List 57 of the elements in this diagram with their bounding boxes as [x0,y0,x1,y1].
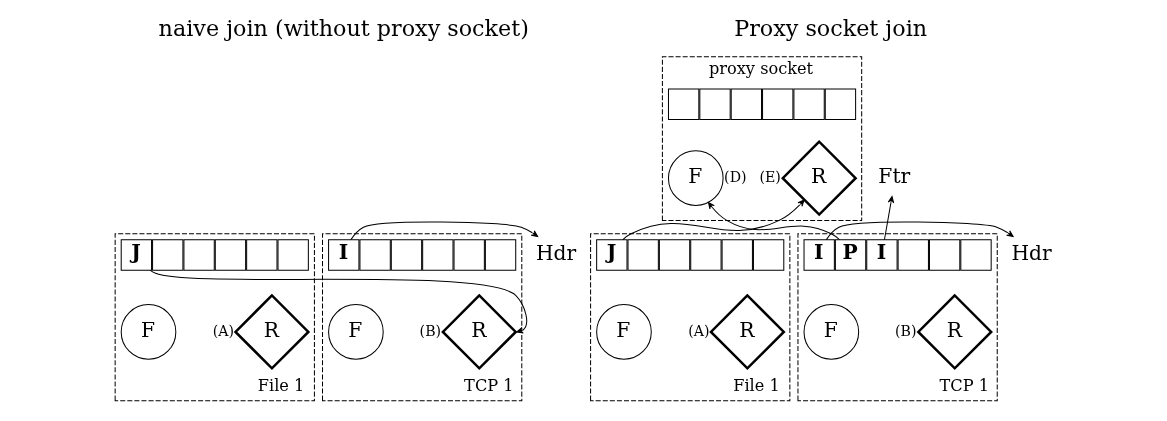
node-box [824,88,857,120]
node-box: J [596,239,628,271]
node-box [690,239,722,271]
node-box [390,239,423,271]
node-label: (B) [895,322,917,339]
node-box [658,239,691,271]
arrow [883,196,895,241]
node-box [246,239,278,271]
node-diamond: R [709,293,786,371]
node-circle: F [803,304,860,360]
node-box [793,88,825,120]
node-box: I [803,239,835,271]
node-circle: F [120,304,177,360]
node-label: (A) [688,322,710,339]
node-box [214,239,247,271]
node-label: (A) [212,322,235,339]
node-box [152,239,184,271]
node-circle: F [328,304,384,360]
node-box [762,88,794,120]
arrow [622,199,805,241]
node-box: J [120,239,153,271]
label: Proxy socket join [734,15,928,42]
node-text: Ftr [878,164,911,189]
node-box [667,88,700,120]
node-box [699,88,731,120]
node-box [960,239,992,271]
node-box: I [328,239,360,271]
node-box [277,239,309,271]
node-diamond: R [233,293,311,371]
arrow [350,221,539,241]
node-circle: F [667,150,724,206]
label: naive join (without proxy socket) [158,15,529,42]
node-box [730,88,763,120]
node-text: Hdr [1011,241,1052,266]
node-circle: F [596,304,652,360]
node-box [183,239,215,271]
node-box: P [834,239,867,271]
node-box [897,239,929,271]
node-box [484,239,517,271]
arrow [149,269,528,334]
node-text: Hdr [535,241,577,266]
node-box [627,239,659,271]
node-diamond: R [441,293,518,371]
node-box [422,239,454,271]
node-box [928,239,961,271]
node-label: (B) [419,322,442,339]
node-box [359,239,391,271]
node-box [721,239,753,271]
node-diamond: R [916,293,993,371]
arrow [707,201,840,241]
arrow [825,221,1014,241]
node-box [453,239,485,271]
node-label: (E) [759,168,781,185]
node-label: (D) [724,168,747,185]
node-diamond: R [781,139,858,217]
node-box: I [866,239,898,271]
node-box [752,239,785,271]
